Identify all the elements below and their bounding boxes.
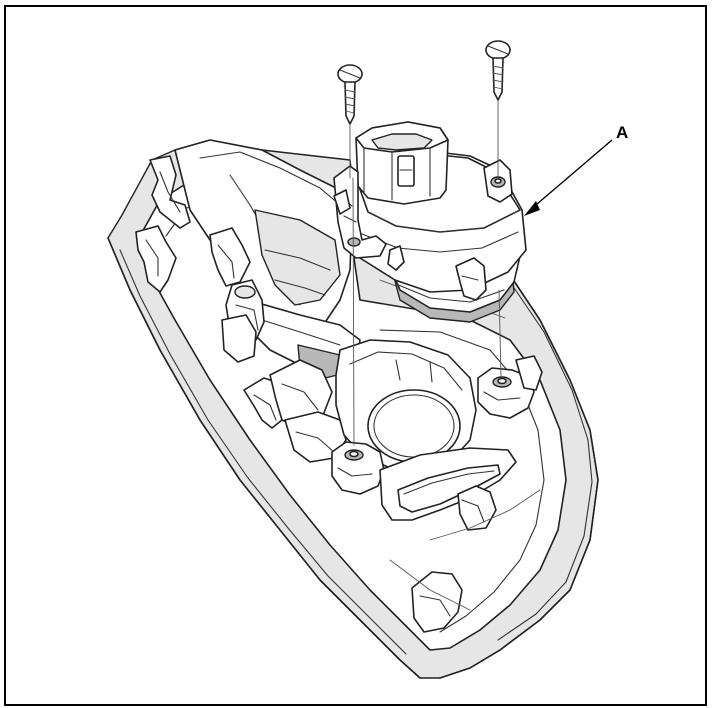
lower-clip	[411, 571, 463, 633]
right-mounting-boss	[477, 355, 543, 419]
round-opening	[335, 339, 477, 471]
left-mounting-boss	[331, 441, 385, 495]
left-clips	[135, 155, 347, 463]
rectangular-slot	[379, 447, 517, 531]
switch-assembly-a	[333, 121, 527, 323]
callout-a: A	[524, 123, 628, 216]
screw-left	[337, 64, 363, 125]
alignment-lines	[349, 99, 502, 446]
leader-arrowhead	[524, 201, 540, 216]
screw-right	[485, 40, 511, 101]
callout-label-a: A	[616, 123, 628, 142]
shifter-housing	[174, 139, 361, 379]
